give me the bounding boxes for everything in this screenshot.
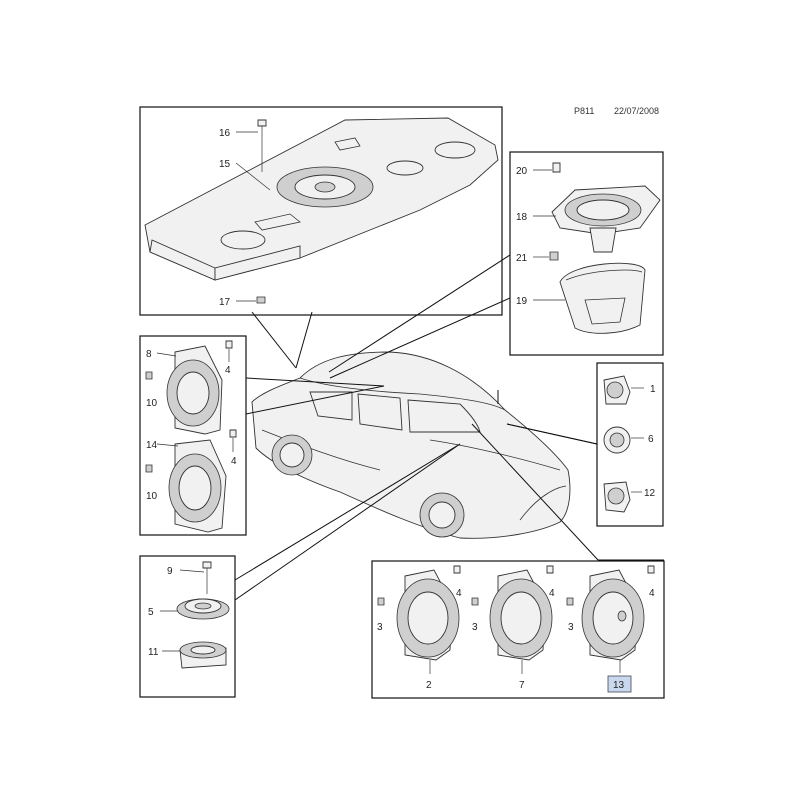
vehicle-illustration xyxy=(251,351,571,539)
label-7: 7 xyxy=(519,680,525,691)
label-4-c: 4 xyxy=(649,588,655,599)
label-3-c: 3 xyxy=(568,622,574,633)
subwoofer-enclosure xyxy=(144,117,499,281)
speaker-7 xyxy=(489,569,553,661)
screw-4-b xyxy=(546,565,554,574)
label-8: 8 xyxy=(146,349,152,360)
label-5: 5 xyxy=(148,607,154,618)
speaker-housing-19 xyxy=(559,262,646,334)
clip-3-c xyxy=(566,597,574,606)
clip-17 xyxy=(256,296,266,304)
label-10-upper: 10 xyxy=(146,398,158,409)
speaker-18 xyxy=(551,185,661,253)
label-15: 15 xyxy=(219,159,231,170)
label-13: 13 xyxy=(613,680,625,691)
label-3-b: 3 xyxy=(472,622,478,633)
speaker-13 xyxy=(581,569,645,661)
callout-lines xyxy=(234,254,664,601)
label-13-highlight xyxy=(607,675,632,693)
clip-3-a xyxy=(377,597,385,606)
label-1: 1 xyxy=(650,384,656,395)
small-speaker-panel xyxy=(139,555,236,698)
speaker-5 xyxy=(176,598,230,620)
screw-4-c xyxy=(647,565,655,574)
label-14: 14 xyxy=(146,440,158,451)
label-21: 21 xyxy=(516,253,528,264)
label-4-upper: 4 xyxy=(225,365,231,376)
speaker-8 xyxy=(166,345,223,435)
label-4-b: 4 xyxy=(549,588,555,599)
label-11: 11 xyxy=(148,647,159,658)
label-10-lower: 10 xyxy=(146,491,158,502)
label-19: 19 xyxy=(516,296,528,307)
clip-10-lower xyxy=(145,464,153,473)
label-9: 9 xyxy=(167,566,173,577)
tweeter-1 xyxy=(603,375,631,405)
label-18: 18 xyxy=(516,212,528,223)
label-16: 16 xyxy=(219,128,231,139)
screw-20 xyxy=(552,162,561,173)
tweeter-6 xyxy=(603,426,631,454)
label-3-a: 3 xyxy=(377,622,383,633)
label-17: 17 xyxy=(219,297,231,308)
clip-3-b xyxy=(471,597,479,606)
revision-date: 22/07/2008 xyxy=(614,106,660,116)
screw-4-lower xyxy=(229,429,237,438)
label-4-a: 4 xyxy=(456,588,462,599)
screw-16-head xyxy=(257,119,267,127)
page-code: P811 xyxy=(574,106,595,116)
label-2: 2 xyxy=(426,680,432,691)
tweeter-12 xyxy=(603,481,631,513)
speaker-2 xyxy=(396,569,460,661)
label-4-lower: 4 xyxy=(231,456,237,467)
label-20: 20 xyxy=(516,166,528,177)
clip-10-upper xyxy=(145,371,153,380)
clip-21 xyxy=(549,251,559,261)
label-6: 6 xyxy=(648,434,654,445)
label-12: 12 xyxy=(644,488,656,499)
screw-4-a xyxy=(453,565,461,574)
speaker-14 xyxy=(168,439,227,533)
speaker-11 xyxy=(179,641,227,669)
screw-4-upper xyxy=(225,340,233,349)
